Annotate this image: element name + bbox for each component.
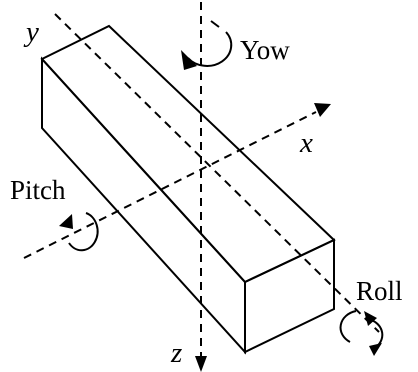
roll-label: Roll [356,276,403,306]
yaw-label: Yow [240,35,290,65]
yaw-arrowhead [181,50,197,70]
roll-arc [339,310,357,343]
box-left-face [41,56,246,355]
rectangular-box [40,24,336,355]
pitch-label: Pitch [10,175,66,205]
roll-arrowhead-top [364,311,377,326]
yaw-rotation-arrow [181,20,233,70]
x-axis-label: x [299,127,313,159]
body-axes [23,2,380,372]
y-axis-label: y [23,16,39,48]
roll-rotation-arrow [339,310,384,356]
y-axis-line [54,13,380,333]
z-axis-arrowhead [195,356,207,372]
pitch-arc [68,212,99,252]
x-axis-line [23,111,317,259]
pitch-arrowhead [59,214,73,229]
pitch-rotation-arrow [59,212,99,252]
yaw-arc [187,31,233,67]
yaw-tail [210,20,220,28]
roll-arrowhead-bottom [369,343,382,356]
box-end-face [244,238,335,354]
x-axis-arrowhead [314,103,331,117]
z-axis-label: z [170,337,182,369]
